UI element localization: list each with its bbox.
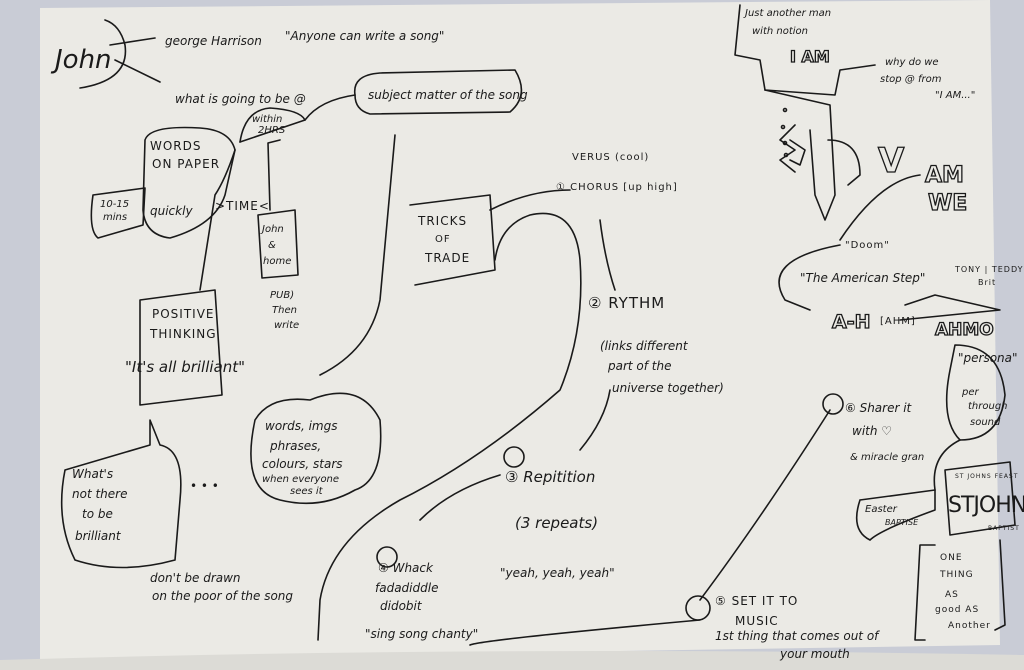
doom-label: "Doom" [845, 240, 890, 251]
repetition-label: ③ Repitition [505, 468, 595, 486]
chorus-label: ① CHORUS [up high] [556, 182, 678, 193]
ahmo-block: AHMO [935, 320, 994, 340]
its-all-brilliant: "It's all brilliant" [125, 358, 245, 376]
three-repeats: (3 repeats) [515, 514, 598, 532]
st-john-title: STJOHN [948, 493, 1024, 518]
a-h-block: A-H [832, 311, 871, 333]
john-home-box: John&home [260, 224, 291, 267]
george-harrison-label: george Harrison [165, 34, 262, 48]
american-step: "The American Step" [800, 271, 925, 285]
ahm-bracket: [AHM] [880, 316, 916, 327]
baptist-label: BAPTIST [988, 525, 1020, 532]
v-block: V [878, 141, 905, 181]
what-is-going-label: what is going to be @ [175, 92, 306, 106]
verse-label: VERUS (cool) [572, 152, 649, 163]
subject-matter-box: subject matter of the song [368, 88, 528, 102]
ellipsis-dots: • • • [190, 479, 219, 493]
ink-strokes [60, 4, 1016, 646]
john-title: John [50, 45, 112, 75]
i-am-block: I AM [790, 47, 830, 66]
quickly-label: quickly [150, 204, 193, 218]
paper-sheet [40, 0, 1000, 660]
yeah-yeah-yeah: "yeah, yeah, yeah" [500, 566, 615, 580]
rythm-label: ② RYTHM [588, 294, 665, 312]
persona-label: "persona" [958, 351, 1018, 365]
page-curl [0, 651, 1024, 670]
sing-song-chanty: "sing song chanty" [365, 627, 478, 641]
time-label: >TIME< [215, 199, 270, 213]
st-johns-feast: ST JOHNS FEAST [955, 473, 1018, 480]
quote-anyone-can-write: "Anyone can write a song" [285, 29, 444, 43]
